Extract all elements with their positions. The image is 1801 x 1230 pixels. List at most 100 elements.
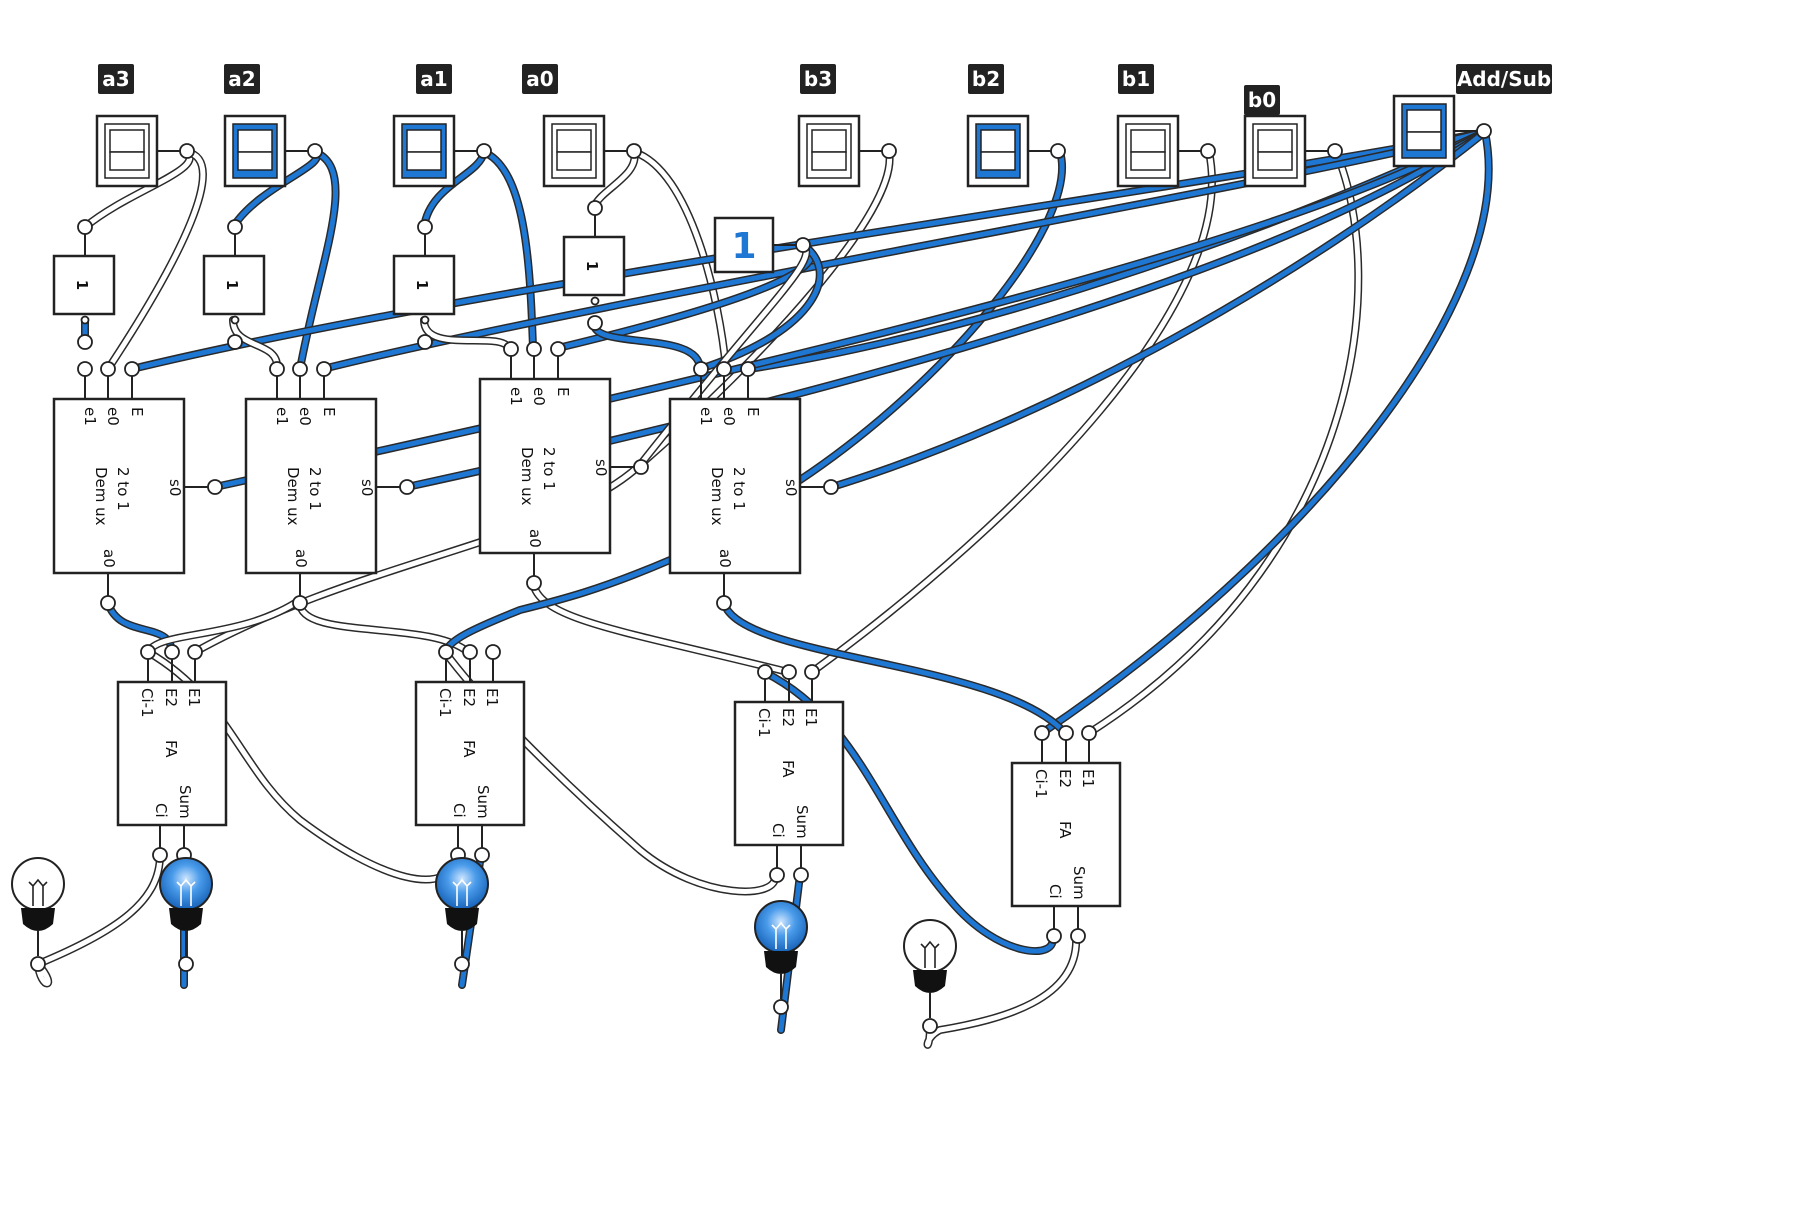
demux-pin-a0[interactable] — [292, 595, 308, 611]
wire-17 — [828, 128, 1489, 491]
wire-3 — [296, 148, 340, 373]
fa-pin-e1[interactable] — [804, 664, 820, 680]
demux-pin-label: e1 — [273, 407, 291, 426]
constant-text: 1 — [731, 226, 756, 267]
demux-pin-s0[interactable] — [823, 479, 839, 495]
demux-pin-label: e1 — [697, 407, 715, 426]
demux-pin-E[interactable] — [740, 361, 756, 377]
not-gate-input-pin[interactable] — [227, 219, 243, 235]
demux-pin-e1[interactable] — [77, 361, 93, 377]
fa-pin-ci1[interactable] — [438, 644, 454, 660]
switch-output-pin[interactable] — [626, 143, 642, 159]
fa-pin-ci1[interactable] — [1034, 725, 1050, 741]
toggle-switch-a3[interactable] — [95, 114, 195, 188]
not-gate-input-pin[interactable] — [77, 219, 93, 235]
demux-pin-E[interactable] — [316, 361, 332, 377]
demux-pin-e0[interactable] — [100, 361, 116, 377]
demux-title: 2 to 1 — [306, 467, 324, 511]
input-label-b3: b3 — [800, 64, 836, 94]
fa-pin-label: E2 — [162, 688, 180, 707]
constant-output-pin[interactable] — [795, 237, 811, 253]
toggle-switch-addsub[interactable] — [1392, 94, 1492, 168]
fa-pin-label: Sum — [793, 805, 811, 839]
wire-1 — [104, 148, 207, 373]
demux-pin-a0[interactable] — [100, 595, 116, 611]
fa-pin-label: Ci-1 — [138, 688, 156, 718]
input-label-text: b0 — [1248, 88, 1276, 112]
toggle-switch-a2[interactable] — [223, 114, 323, 188]
not-gate-n3[interactable]: 1 — [52, 219, 116, 350]
wire-36 — [923, 932, 1081, 1049]
not-gate-output-pin[interactable] — [587, 315, 603, 331]
toggle-switch-a1[interactable] — [392, 114, 492, 188]
fa-pin-sum[interactable] — [474, 847, 490, 863]
fa-pin-sum[interactable] — [793, 867, 809, 883]
demux-pin-a0[interactable] — [526, 575, 542, 591]
not-gate-output-pin[interactable] — [227, 334, 243, 350]
fa-pin-e2[interactable] — [781, 664, 797, 680]
demux-title: Dem ux — [708, 467, 726, 526]
switch-output-pin[interactable] — [307, 143, 323, 159]
demux-pin-E[interactable] — [550, 341, 566, 357]
not-gate-output-pin[interactable] — [77, 334, 93, 350]
not-gate-input-pin[interactable] — [417, 219, 433, 235]
demux-pin-s0[interactable] — [207, 479, 223, 495]
fa-pin-sum[interactable] — [1070, 928, 1086, 944]
fa-pin-e2[interactable] — [164, 644, 180, 660]
demux-pin-s0[interactable] — [399, 479, 415, 495]
demux-pin-e0[interactable] — [716, 361, 732, 377]
toggle-switch-a0[interactable] — [542, 114, 642, 188]
toggle-switch-b0[interactable] — [1243, 114, 1343, 188]
fa-pin-e1[interactable] — [187, 644, 203, 660]
fa-pin-ci[interactable] — [769, 867, 785, 883]
fa-pin-ci[interactable] — [152, 847, 168, 863]
not-gate-output-pin[interactable] — [417, 334, 433, 350]
lamp-input-pin[interactable] — [454, 956, 470, 972]
fa-pin-e1[interactable] — [485, 644, 501, 660]
constant-source[interactable]: 1 — [713, 216, 811, 274]
toggle-switch-b1[interactable] — [1116, 114, 1216, 188]
demux-pin-a0[interactable] — [716, 595, 732, 611]
fa-pin-ci1[interactable] — [757, 664, 773, 680]
switch-output-pin[interactable] — [1476, 123, 1492, 139]
lamp-input-pin[interactable] — [178, 956, 194, 972]
not-gate-n2[interactable]: 1 — [202, 219, 266, 350]
fa-pin-ci1[interactable] — [140, 644, 156, 660]
not-gate-n1[interactable]: 1 — [392, 219, 456, 350]
wire-11 — [1085, 148, 1363, 737]
lamp-input-pin[interactable] — [922, 1018, 938, 1034]
lamp-input-pin[interactable] — [773, 999, 789, 1015]
switch-output-pin[interactable] — [1200, 143, 1216, 159]
demux-pin-e1[interactable] — [503, 341, 519, 357]
lamp-input-pin[interactable] — [30, 956, 46, 972]
switch-output-pin[interactable] — [476, 143, 492, 159]
toggle-switch-b3[interactable] — [797, 114, 897, 188]
toggle-switch-b2[interactable] — [966, 114, 1066, 188]
switch-output-pin[interactable] — [881, 143, 897, 159]
fa-pin-e1[interactable] — [1081, 725, 1097, 741]
demux-pin-label: a0 — [526, 529, 544, 548]
fa-pin-ci[interactable] — [1046, 928, 1062, 944]
demux-pin-e1[interactable] — [269, 361, 285, 377]
fa-pin-e2[interactable] — [462, 644, 478, 660]
demux-pin-E[interactable] — [124, 361, 140, 377]
demux-pin-s0[interactable] — [633, 459, 649, 475]
switch-output-pin[interactable] — [179, 143, 195, 159]
not-gate-n0[interactable]: 1 — [562, 200, 626, 331]
demux-pin-e1[interactable] — [693, 361, 709, 377]
switch-output-pin[interactable] — [1050, 143, 1066, 159]
demux-pin-e0[interactable] — [292, 361, 308, 377]
fa-pin-label: Ci-1 — [436, 688, 454, 718]
demux-pin-e0[interactable] — [526, 341, 542, 357]
switch-output-pin[interactable] — [1327, 143, 1343, 159]
fa-pin-e2[interactable] — [1058, 725, 1074, 741]
not-gate-input-pin[interactable] — [587, 200, 603, 216]
